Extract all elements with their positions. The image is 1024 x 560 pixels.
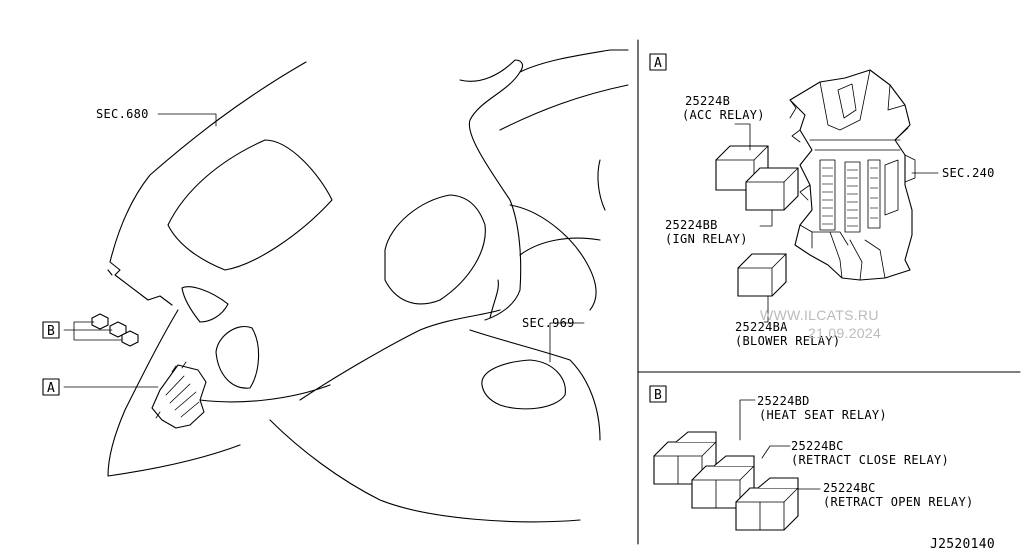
- panel-dividers: [637, 39, 1021, 545]
- retract-close-relay-code: 25224BC: [791, 439, 844, 453]
- watermark-date: 21.09.2024: [808, 325, 881, 341]
- watermark-site: WWW.ILCATS.RU: [760, 307, 879, 323]
- leader-lines-left: [63, 113, 585, 388]
- acc-relay-name: (ACC RELAY): [682, 108, 765, 122]
- retract-close-relay-name: (RETRACT CLOSE RELAY): [791, 453, 949, 467]
- box-label-a-panel: A: [649, 53, 667, 71]
- heat-seat-relay-name: (HEAT SEAT RELAY): [759, 408, 887, 422]
- box-label-a-panel-text: A: [654, 56, 662, 71]
- sec-969-label: SEC.969: [522, 316, 575, 330]
- vehicle-interior-outline: [107, 49, 629, 523]
- leader-lines-panel-a: [734, 123, 939, 323]
- relay-blower: [737, 253, 787, 297]
- fuse-block-in-vehicle: [151, 361, 207, 429]
- box-label-b-left-text: B: [47, 324, 55, 339]
- ign-relay-name: (IGN RELAY): [665, 232, 748, 246]
- fuse-block-detail: [789, 69, 916, 281]
- heat-seat-relay-code: 25224BD: [757, 394, 810, 408]
- relay-retract-close: [691, 455, 755, 509]
- sec-680-label: SEC.680: [96, 107, 149, 121]
- box-label-a-left-text: A: [47, 381, 55, 396]
- fuse-hatching: [822, 167, 878, 227]
- box-label-b-left: B: [42, 321, 60, 339]
- small-relays-in-vehicle: [91, 313, 139, 347]
- blower-relay-name: (BLOWER RELAY): [735, 334, 840, 348]
- leader-lines-panel-b: [739, 399, 821, 490]
- diagram-code: J2520140: [930, 537, 995, 552]
- box-label-b-panel-text: B: [654, 388, 662, 403]
- relay-ign: [745, 167, 799, 211]
- acc-relay-code: 25224B: [685, 94, 730, 108]
- sec-240-label: SEC.240: [942, 166, 995, 180]
- blower-relay-code: 25224BA: [735, 320, 788, 334]
- retract-open-relay-code: 25224BC: [823, 481, 876, 495]
- ign-relay-code: 25224BB: [665, 218, 718, 232]
- box-label-b-panel: B: [649, 385, 667, 403]
- relay-retract-open: [735, 477, 799, 531]
- box-label-a-left: A: [42, 378, 60, 396]
- retract-open-relay-name: (RETRACT OPEN RELAY): [823, 495, 974, 509]
